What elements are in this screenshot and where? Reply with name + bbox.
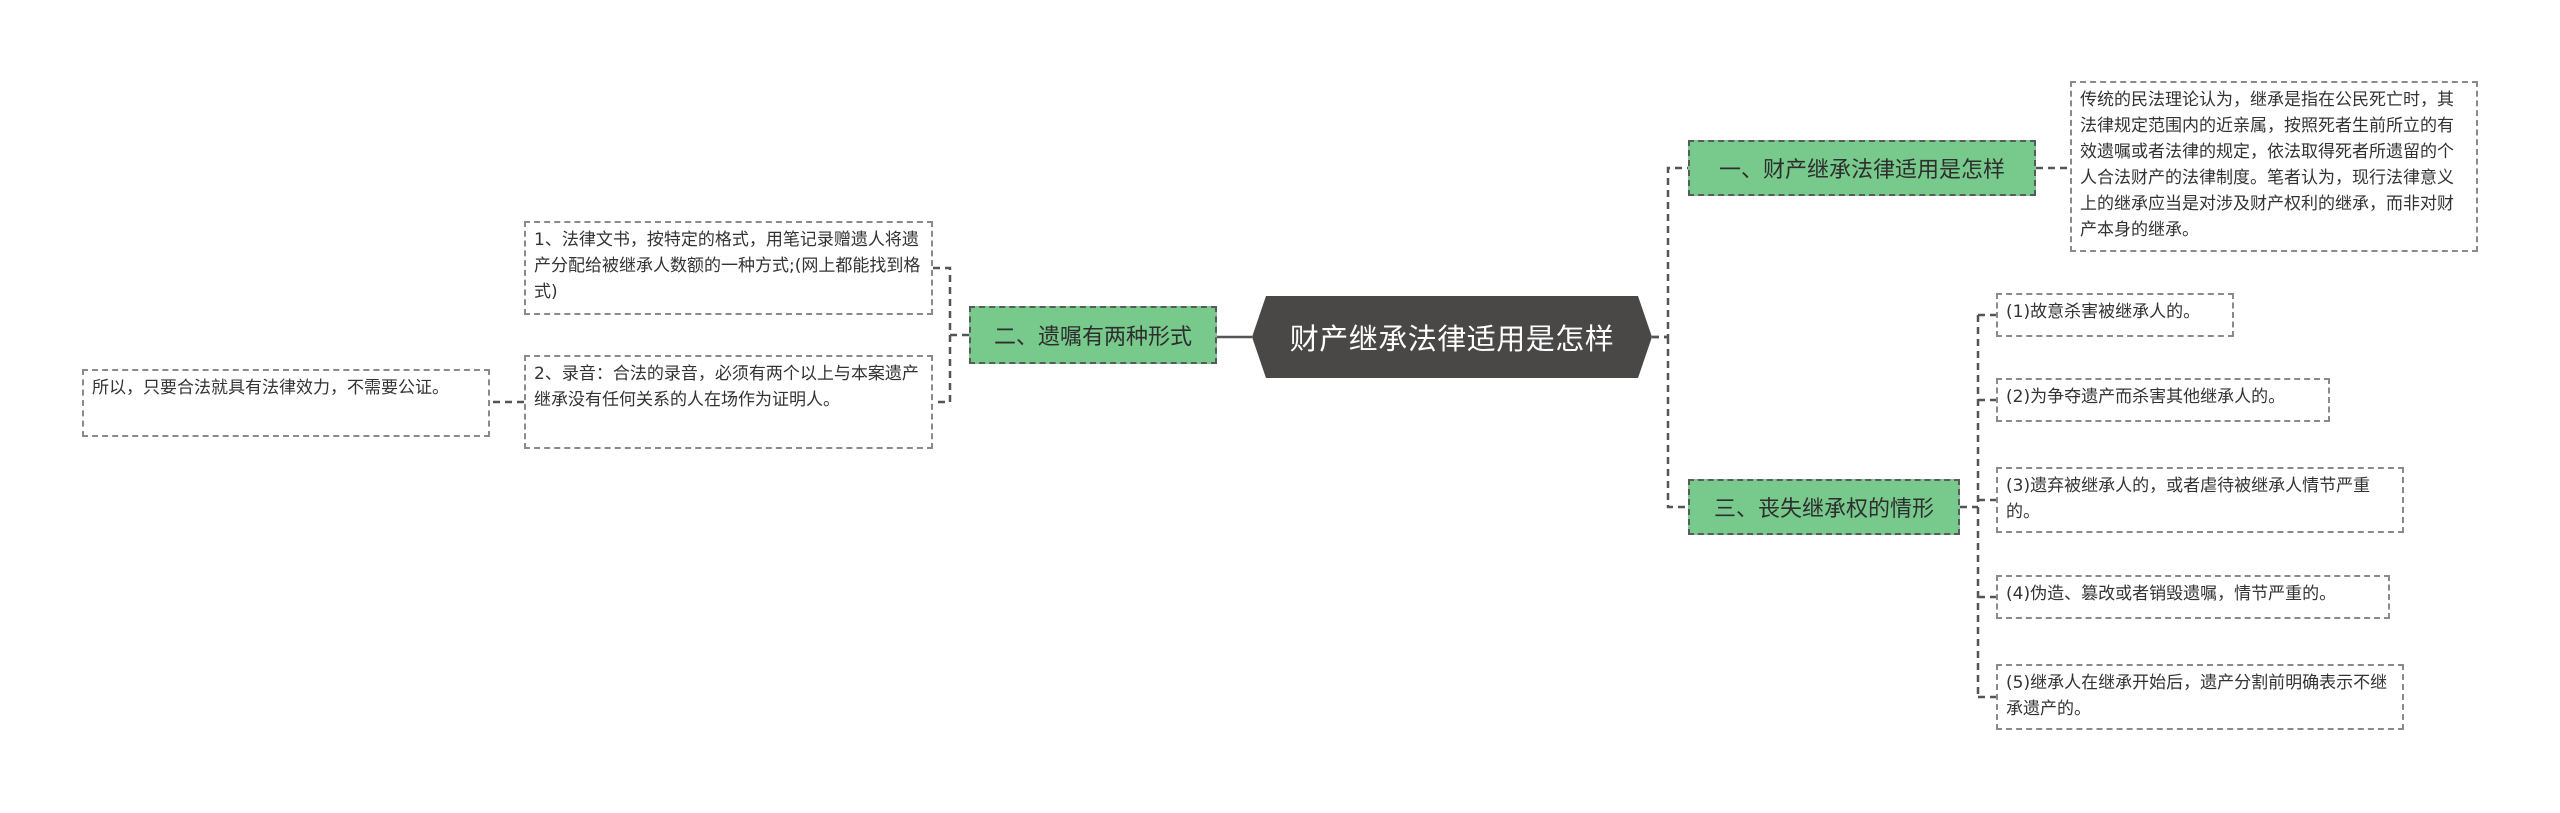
leaf-loss-case-1[interactable]: (1)故意杀害被继承人的。 — [1996, 293, 2234, 337]
leaf-will-form-2[interactable]: 2、录音：合法的录音，必须有两个以上与本案遗产继承没有任何关系的人在场作为证明人… — [524, 355, 933, 449]
central-topic[interactable]: 财产继承法律适用是怎样 — [1252, 296, 1652, 378]
leaf-legal-effect[interactable]: 所以，只要合法就具有法律效力，不需要公证。 — [82, 369, 490, 437]
leaf-definition[interactable]: 传统的民法理论认为，继承是指在公民死亡时，其法律规定范围内的近亲属，按照死者生前… — [2070, 81, 2478, 252]
link-central-right — [1652, 166, 1688, 509]
branch-topic-3[interactable]: 三、丧失继承权的情形 — [1688, 479, 1960, 535]
leaf-loss-case-2[interactable]: (2)为争夺遗产而杀害其他继承人的。 — [1996, 378, 2330, 422]
branch-topic-2[interactable]: 二、遗嘱有两种形式 — [969, 306, 1217, 364]
link-b3-leaves — [1960, 313, 1996, 699]
leaf-loss-case-3[interactable]: (3)遗弃被继承人的，或者虐待被继承人情节严重的。 — [1996, 467, 2404, 533]
leaf-loss-case-4[interactable]: (4)伪造、篡改或者销毁遗嘱，情节严重的。 — [1996, 575, 2390, 619]
leaf-will-form-1[interactable]: 1、法律文书，按特定的格式，用笔记录赠遗人将遗产分配给被继承人数额的一种方式;(… — [524, 221, 933, 315]
link-b2-left — [933, 266, 969, 404]
leaf-loss-case-5[interactable]: (5)继承人在继承开始后，遗产分割前明确表示不继承遗产的。 — [1996, 664, 2404, 730]
branch-topic-1[interactable]: 一、财产继承法律适用是怎样 — [1688, 140, 2036, 196]
